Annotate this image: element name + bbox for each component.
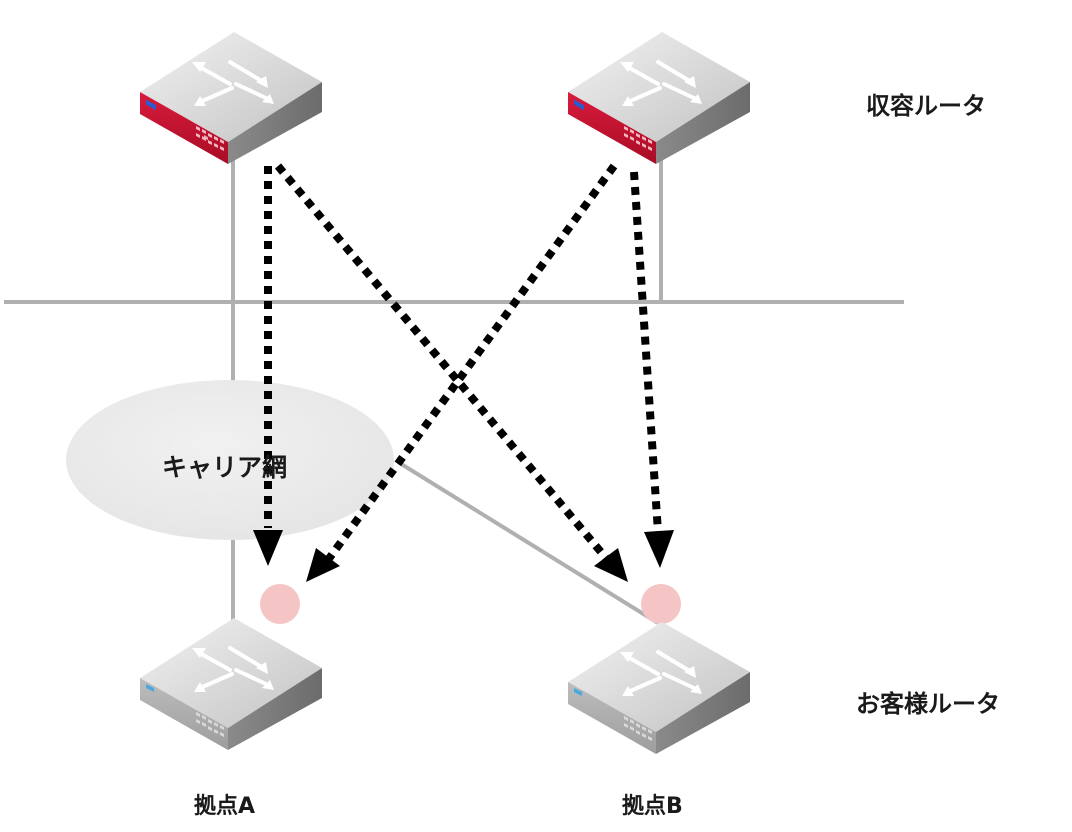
site-b-label: 拠点B [622, 794, 683, 819]
arrow-core-left-to-site-b [274, 163, 610, 561]
router-dots-grid [196, 712, 224, 737]
core-router-label: 収容ルータ [866, 92, 986, 120]
site-b-endpoint-dot [641, 584, 681, 624]
carrier-network-label: キャリア網 [162, 453, 288, 482]
arrowhead-site-a-vertical [253, 530, 283, 566]
customer-router-site-a [140, 618, 322, 750]
arrowheads [253, 530, 674, 582]
arrows-four-way-icon [196, 646, 268, 690]
router-dots-grid [196, 126, 224, 151]
arrows-four-way-icon [196, 60, 268, 104]
core-router-left [140, 32, 322, 164]
customer-router-site-b [568, 622, 750, 754]
arrow-core-right-to-site-a [324, 163, 618, 563]
carrier-network-cloud [66, 380, 394, 540]
arrows-four-way-icon [624, 650, 696, 694]
traffic-arrows [264, 163, 662, 563]
arrows-four-way-icon [624, 60, 696, 104]
customer-router-label: お客様ルータ [856, 690, 1000, 718]
router-dots-grid [624, 126, 652, 151]
site-a-endpoint-dot [260, 584, 300, 624]
arrowhead-site-a-diagonal [306, 548, 340, 582]
site-a-label: 拠点A [194, 794, 256, 819]
core-router-right [568, 32, 750, 164]
router-dots-grid [624, 716, 652, 741]
site-b-access-line [396, 460, 660, 625]
arrowhead-site-b-vertical [644, 530, 674, 568]
arrowhead-site-b-diagonal [594, 548, 628, 582]
arrow-core-right-to-site-b [630, 171, 662, 533]
